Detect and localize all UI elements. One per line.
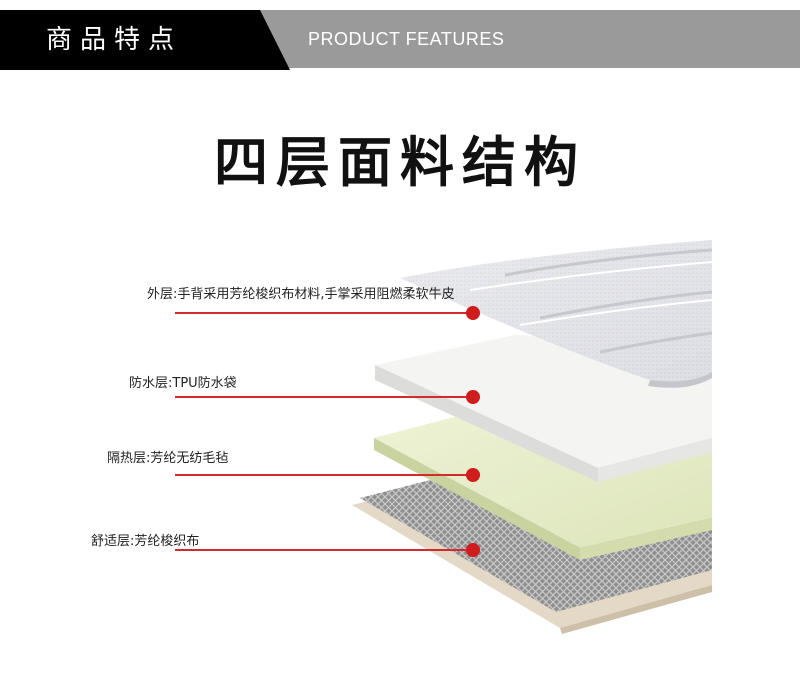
main-title: 四层面料结构 (214, 131, 586, 194)
header-title-en: PRODUCT FEATURES (308, 29, 505, 49)
waterproof-layer-label: 防水层:TPU防水袋 (129, 376, 237, 391)
insulation-layer-marker (466, 468, 480, 482)
insulation-layer-leader-line (175, 474, 473, 476)
waterproof-layer-marker (466, 390, 480, 404)
outer-layer (400, 240, 713, 388)
outer-layer-leader-line (175, 312, 473, 314)
waterproof-layer-leader-line (175, 396, 473, 398)
header-title-block (0, 10, 290, 70)
comfort-layer-leader-line (175, 549, 473, 551)
outer-layer-label: 外层:手背采用芳纶梭织布材料,手掌采用阻燃柔软牛皮 (147, 287, 455, 302)
outer-layer-marker (466, 306, 480, 320)
insulation-layer-label: 隔热层:芳纶无纺毛毡 (107, 451, 229, 466)
comfort-layer-marker (466, 543, 480, 557)
header-title-zh: 商品特点 (46, 25, 183, 55)
comfort-layer-label: 舒适层:芳纶梭织布 (91, 534, 200, 549)
